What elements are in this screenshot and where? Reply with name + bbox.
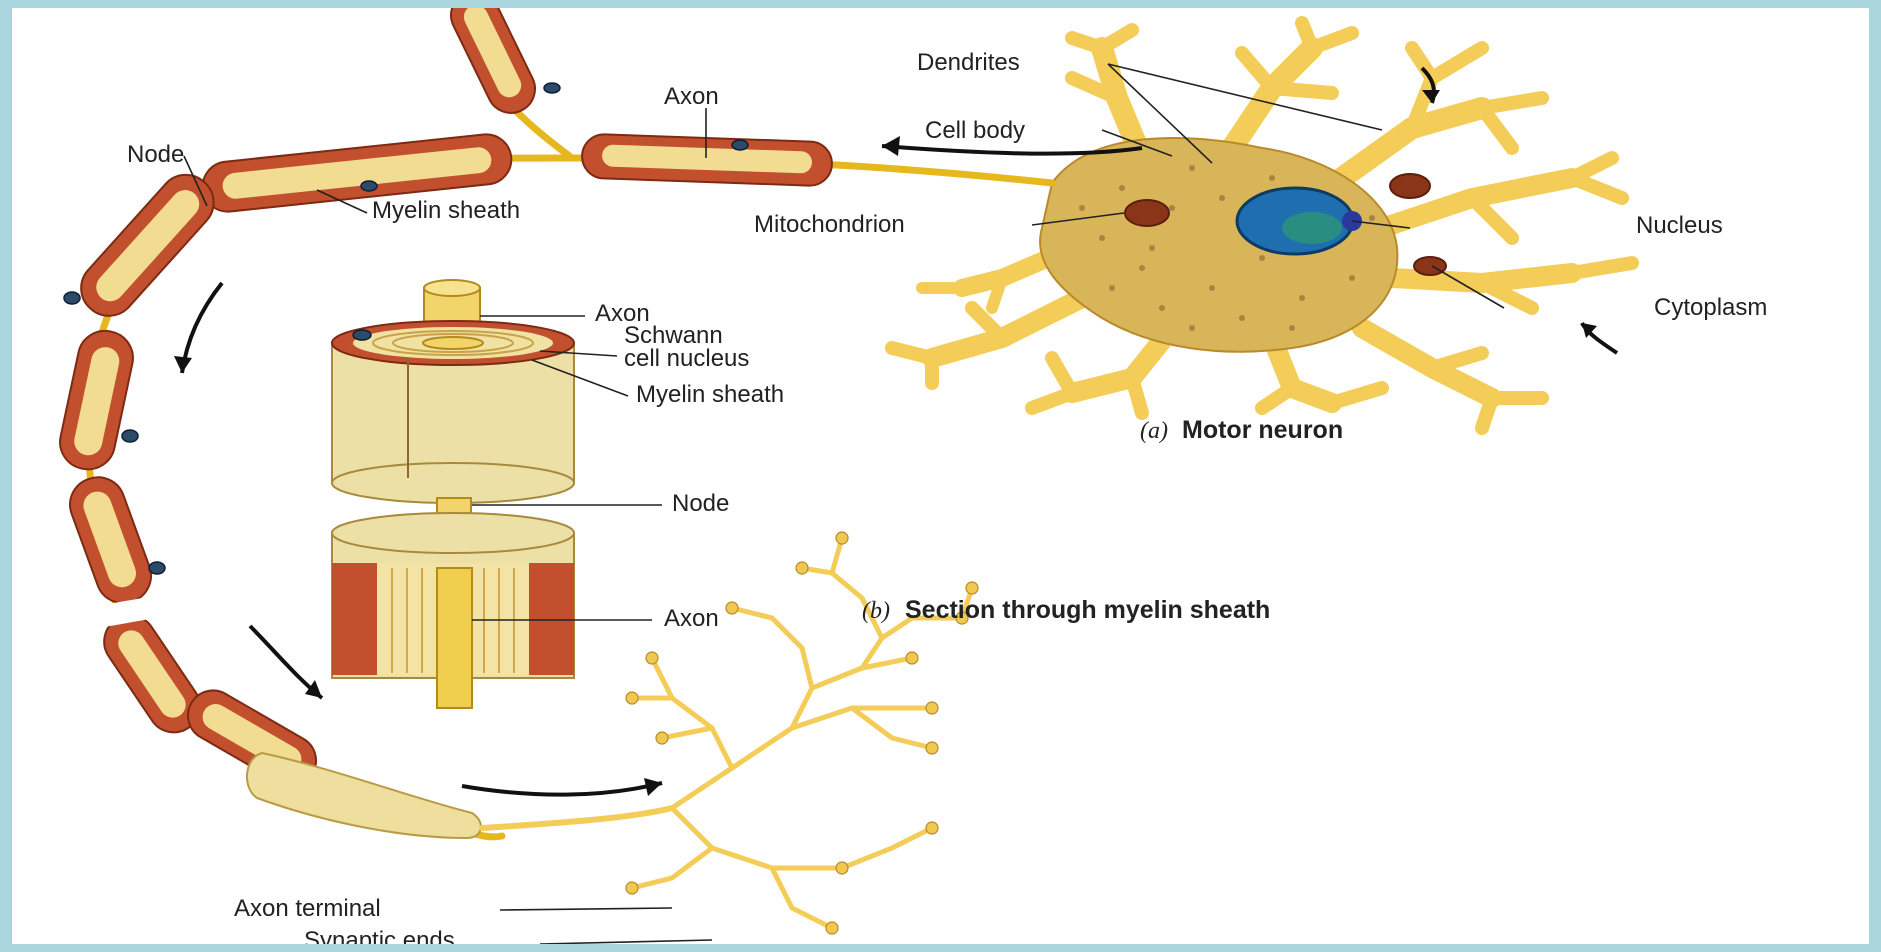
label-mitochondrion: Mitochondrion bbox=[754, 211, 905, 238]
label-axon-section-lower: Axon bbox=[664, 605, 719, 632]
label-axon-top: Axon bbox=[664, 83, 719, 110]
label-synaptic-ends: Synaptic ends bbox=[304, 927, 455, 944]
label-axon-terminal: Axon terminal bbox=[234, 895, 381, 922]
mitochondrion-shape bbox=[1125, 200, 1169, 226]
label-node-section: Node bbox=[672, 490, 729, 517]
label-node-top: Node bbox=[127, 141, 184, 168]
myelin-section bbox=[332, 280, 574, 708]
mitochondrion-shape-2 bbox=[1390, 174, 1430, 198]
mitochondrion-shape-3 bbox=[1414, 257, 1446, 275]
axon-terminal-bulb bbox=[247, 753, 481, 838]
diagram-frame: Dendrites Axon Cell body Node Myelin she… bbox=[12, 8, 1869, 944]
label-dendrites: Dendrites bbox=[917, 49, 1020, 76]
caption-b-letter: (b) bbox=[862, 598, 890, 624]
label-schwann-2: cell nucleus bbox=[624, 345, 749, 372]
label-myelin-sheath-top: Myelin sheath bbox=[372, 197, 520, 224]
caption-b-text: Section through myelin sheath bbox=[905, 596, 1270, 624]
caption-a-letter: (a) bbox=[1140, 418, 1168, 444]
label-nucleus: Nucleus bbox=[1636, 212, 1723, 239]
label-myelin-sheath-section: Myelin sheath bbox=[636, 381, 784, 408]
caption-a-text: Motor neuron bbox=[1182, 416, 1343, 444]
label-cell-body: Cell body bbox=[925, 117, 1025, 144]
neuron-diagram: Dendrites Axon Cell body Node Myelin she… bbox=[12, 8, 1869, 944]
label-cytoplasm: Cytoplasm bbox=[1654, 294, 1767, 321]
nucleus-highlight bbox=[1282, 212, 1342, 244]
